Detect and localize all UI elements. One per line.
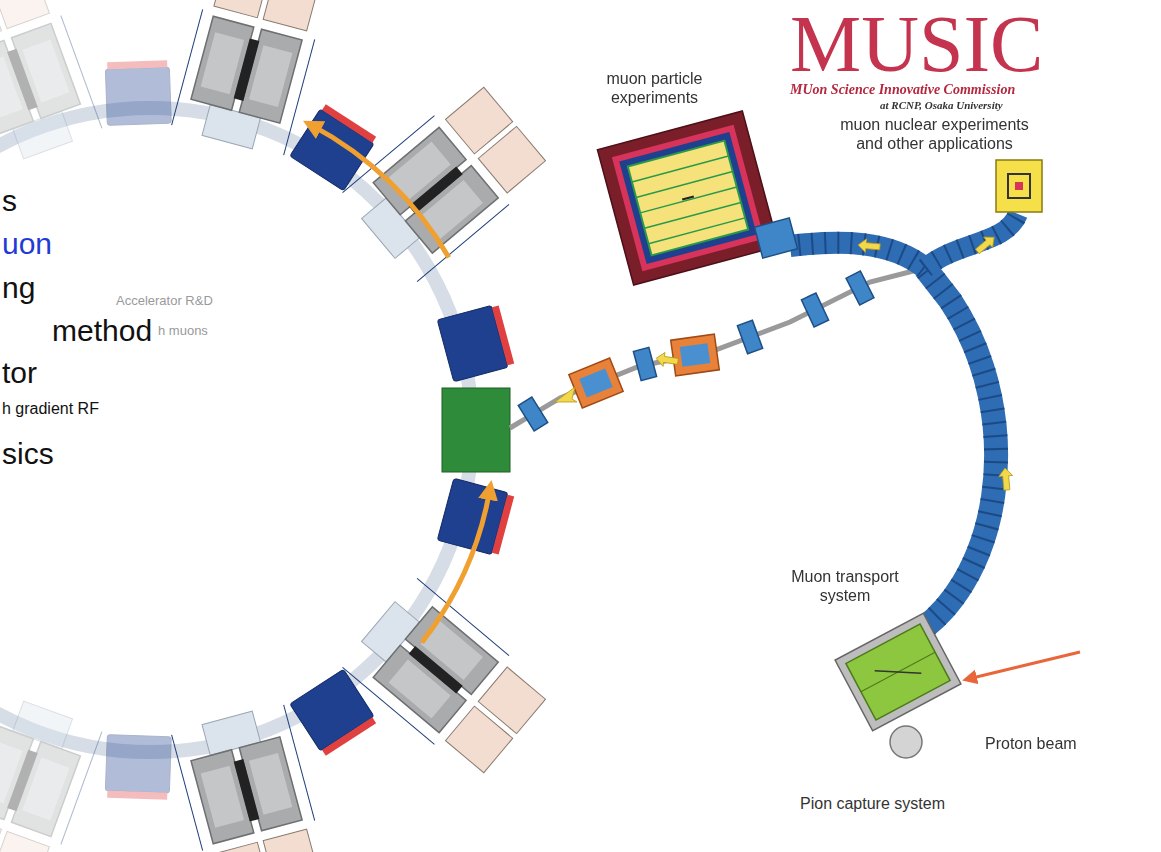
nuclear-experiment-box xyxy=(996,160,1042,212)
drawing-part xyxy=(633,347,656,380)
drawing-part xyxy=(569,358,623,408)
drawing-part xyxy=(875,652,922,692)
section-label: Proton beam xyxy=(985,735,1077,754)
transport-solenoid xyxy=(905,268,996,640)
dipole xyxy=(569,358,623,408)
injection-block xyxy=(442,388,510,472)
drawing-part xyxy=(632,156,729,182)
ring-magnets xyxy=(171,0,552,852)
drawing-part xyxy=(0,690,103,852)
quadrupole xyxy=(518,397,547,431)
transport-branch xyxy=(925,214,1018,268)
proton-beam-arrow xyxy=(968,652,1080,679)
beam-arrow xyxy=(312,125,449,257)
drawing-part xyxy=(857,238,880,254)
drawing-part xyxy=(579,368,612,397)
beam-direction-arrow xyxy=(973,232,999,257)
beam-direction-arrow xyxy=(655,351,679,368)
drawing-part xyxy=(655,351,679,368)
drawing-part xyxy=(0,0,103,170)
faded-label: Accelerator R&D xyxy=(116,293,213,308)
drawing-part xyxy=(105,60,171,125)
drawing-part xyxy=(682,196,694,199)
beam-direction-arrow xyxy=(857,238,880,254)
drawing-part xyxy=(801,293,828,327)
particle-detector xyxy=(597,111,778,285)
drawing-part xyxy=(1008,174,1030,198)
quadrupole xyxy=(801,293,828,327)
beam-arrow xyxy=(422,490,490,643)
drawing-part xyxy=(1015,182,1023,190)
drawing-part xyxy=(437,304,514,382)
drawing-part xyxy=(846,271,874,305)
slide-fragment: method xyxy=(52,313,155,348)
quadrupole xyxy=(633,347,656,380)
drawing-part xyxy=(597,111,778,285)
section-label: Pion capture system xyxy=(800,795,945,814)
transport-branch xyxy=(925,214,1018,268)
target-wheel xyxy=(890,726,922,758)
drawing-part xyxy=(636,172,733,198)
slide-fragment: ng xyxy=(2,270,38,305)
detector-entry-magnet xyxy=(754,218,797,258)
transport-branch xyxy=(790,243,925,268)
drawing-part xyxy=(649,218,746,244)
drawing-part xyxy=(290,669,378,757)
transfer-pipe xyxy=(510,268,925,428)
transport-branch xyxy=(790,243,925,268)
beam-direction-arrow xyxy=(998,467,1014,490)
beam-direction-arrow xyxy=(555,387,577,402)
drawing-part xyxy=(290,103,378,191)
drawing-part xyxy=(998,467,1014,490)
section-label: muon nuclear experiments and other appli… xyxy=(827,116,1042,154)
drawing-part xyxy=(612,125,764,272)
drawing-part xyxy=(861,652,935,691)
drawing-part xyxy=(518,397,547,431)
quadrupole xyxy=(737,320,762,354)
slide-fragment: h gradient RF xyxy=(2,400,102,419)
logo-title: MUSIC xyxy=(790,4,1043,84)
slide-fragment: uon xyxy=(2,226,55,261)
slide-fragment: tor xyxy=(2,355,40,390)
logo-subtitle: MUon Science Innovative Commission xyxy=(790,82,1015,99)
drawing-part xyxy=(105,735,171,800)
drawing-part xyxy=(644,202,741,228)
dipole xyxy=(671,334,720,376)
section-label: Muon transport system xyxy=(775,568,915,606)
drawing-part xyxy=(846,624,950,720)
section-label: muon particle experiments xyxy=(592,70,717,108)
quadrupole xyxy=(846,271,874,305)
drawing-part xyxy=(996,160,1042,212)
slide-fragment: sics xyxy=(2,436,57,471)
drawing-part xyxy=(973,232,999,257)
faded-label: h muons xyxy=(158,323,208,338)
drawing-part xyxy=(680,343,711,367)
drawing-part xyxy=(671,334,720,376)
pion-capture-solenoid xyxy=(835,613,961,731)
drawing-part xyxy=(619,132,757,264)
drawing-part xyxy=(628,141,748,256)
drawing-part xyxy=(835,613,961,731)
faded-ring-part xyxy=(0,0,171,852)
transport-solenoid-segments xyxy=(905,268,996,640)
slide-fragment: s xyxy=(2,183,20,218)
drawing-part xyxy=(640,187,737,213)
drawing-part xyxy=(754,218,797,258)
logo-affiliation: at RCNP, Osaka University xyxy=(880,99,1003,112)
drawing-part xyxy=(737,320,762,354)
